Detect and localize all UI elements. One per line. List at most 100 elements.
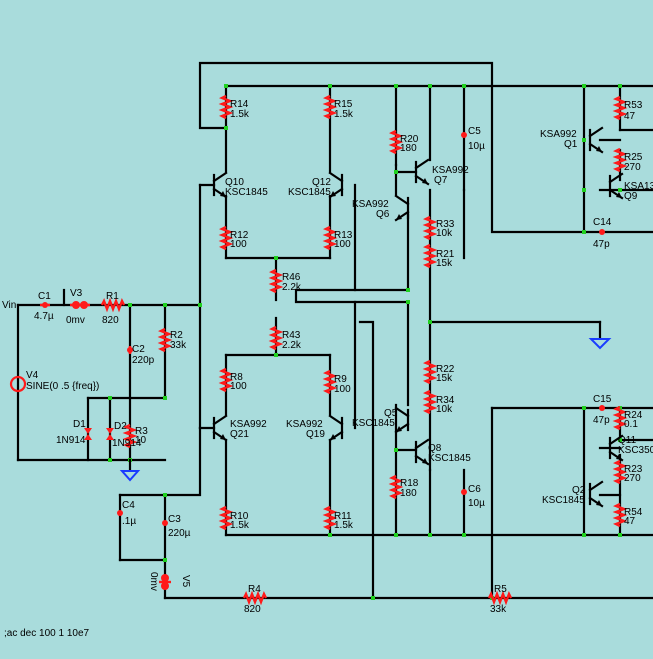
R21-value: 15k xyxy=(436,258,453,269)
Q2-ref: Q2 xyxy=(572,485,586,496)
Q12-value: KSC1845 xyxy=(288,187,331,198)
R3-ref: R3 xyxy=(135,426,148,437)
C3-ref: C3 xyxy=(168,514,181,525)
R4-value: 820 xyxy=(244,604,261,615)
capacitor-C1 xyxy=(40,302,50,308)
transistor-Q7 xyxy=(414,158,430,186)
labels: Vin C1 4.7µ V3 0mv R1 820 R2 33k C2 220p… xyxy=(2,99,653,639)
R9-value: 100 xyxy=(334,384,351,395)
capacitor-C5 xyxy=(461,132,467,138)
R10-ref: R10 xyxy=(230,511,249,522)
C6-ref: C6 xyxy=(468,484,481,495)
resistor-R8 xyxy=(218,367,234,393)
R10-value: 1.5k xyxy=(230,520,250,531)
R15-ref: R15 xyxy=(334,99,353,110)
V3-value: 0mv xyxy=(66,315,85,326)
vertical-resistors xyxy=(122,94,628,531)
resistor-R10 xyxy=(218,505,234,531)
R13-value: 100 xyxy=(334,239,351,250)
resistor-R33 xyxy=(422,215,438,241)
R11-ref: R11 xyxy=(334,511,352,522)
R18-ref: R18 xyxy=(400,478,419,489)
D1-value: 1N914 xyxy=(56,435,86,446)
R4-ref: R4 xyxy=(248,584,261,595)
R21-ref: R21 xyxy=(436,249,455,260)
source-V5 xyxy=(159,574,171,590)
source-V4 xyxy=(9,375,27,393)
R46-ref: R46 xyxy=(282,272,301,283)
R15-value: 1.5k xyxy=(334,109,354,120)
R23-value: 270 xyxy=(624,473,641,484)
transistor-Q9 xyxy=(608,172,624,200)
resistor-R2 xyxy=(157,327,173,353)
C15-value: 47p xyxy=(593,415,610,426)
ground-icon xyxy=(119,458,141,482)
horizontal-resistors xyxy=(100,297,513,606)
Q19-value: KSA992 xyxy=(286,419,323,430)
resistor-R22 xyxy=(422,359,438,385)
Q6-ref: Q6 xyxy=(376,209,390,220)
source-V3 xyxy=(62,288,90,309)
V5-ref: V5 xyxy=(180,575,191,588)
resistor-R3 xyxy=(122,423,138,449)
Q1-ref: Q1 xyxy=(564,139,578,150)
resistor-R23 xyxy=(612,459,628,485)
R12-value: 100 xyxy=(230,239,247,250)
C3-value: 220µ xyxy=(168,528,191,539)
capacitor-C15 xyxy=(599,405,605,411)
capacitor-C14 xyxy=(599,229,605,235)
R43-ref: R43 xyxy=(282,330,301,341)
R54-ref: R54 xyxy=(624,507,643,518)
Q10-value: KSC1845 xyxy=(225,187,268,198)
Q9-value: KSA13 xyxy=(624,181,653,192)
resistor-R11 xyxy=(322,505,338,531)
resistor-R54 xyxy=(612,502,628,528)
R8-ref: R8 xyxy=(230,372,243,383)
C14-value: 47p xyxy=(593,239,610,250)
C14-ref: C14 xyxy=(593,217,612,228)
R33-value: 10k xyxy=(436,228,453,239)
Q11-value: KSC350 xyxy=(618,445,653,456)
C6-value: 10µ xyxy=(468,498,485,509)
D2-ref: D2 xyxy=(114,421,127,432)
resistor-R15 xyxy=(322,94,338,120)
R34-value: 10k xyxy=(436,404,453,415)
R33-ref: R33 xyxy=(436,219,455,230)
Q6-value: KSA992 xyxy=(352,199,389,210)
resistor-R9 xyxy=(322,369,338,395)
R53-ref: R53 xyxy=(624,100,643,111)
R25-value: 270 xyxy=(624,162,641,173)
C5-value: 10µ xyxy=(468,141,485,152)
R14-value: 1.5k xyxy=(230,109,250,120)
R24-value: 0.1 xyxy=(624,419,638,430)
Q2-value: KSC1845 xyxy=(542,495,585,506)
transistor-Q6 xyxy=(394,194,410,222)
transistors xyxy=(212,126,624,508)
Q8-value: KSC1845 xyxy=(428,453,471,464)
transistor-Q10 xyxy=(212,171,228,199)
R2-ref: R2 xyxy=(170,330,183,341)
capacitor-C4 xyxy=(117,510,123,516)
resistor-R1 xyxy=(100,297,126,313)
transistor-Q21 xyxy=(212,414,228,442)
C15-ref: C15 xyxy=(593,394,612,405)
D2-value: 1N914 xyxy=(112,438,142,449)
resistor-R34 xyxy=(422,389,438,415)
V3-ref: V3 xyxy=(70,288,83,299)
R22-value: 15k xyxy=(436,373,453,384)
R43-value: 2.2k xyxy=(282,340,302,351)
Q21-value: KSA992 xyxy=(230,419,267,430)
Q10-ref: Q10 xyxy=(225,177,244,188)
spice-command: ;ac dec 100 1 10e7 xyxy=(4,628,90,639)
Q5-ref: Q5 xyxy=(384,408,398,419)
ground-symbols xyxy=(119,338,612,482)
resistor-R18 xyxy=(388,474,404,500)
Q12-ref: Q12 xyxy=(312,177,331,188)
R53-value: 47 xyxy=(624,111,636,122)
resistor-R24 xyxy=(612,405,628,431)
transistor-Q5 xyxy=(394,406,410,434)
resistor-R4 xyxy=(242,590,268,606)
Q21-ref: Q21 xyxy=(230,429,249,440)
